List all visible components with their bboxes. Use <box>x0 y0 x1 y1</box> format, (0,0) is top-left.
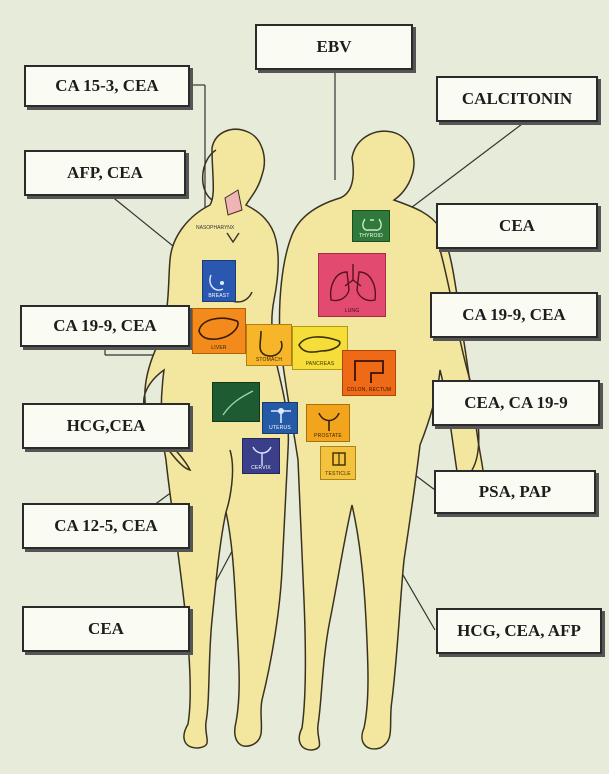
organ-lung: LUNG <box>318 253 386 317</box>
organ-ovary-label: OVARY <box>227 413 245 421</box>
organ-uterus-label: UTERUS <box>269 425 291 433</box>
label-cea-ca199-text: CEA, CA 19-9 <box>464 393 567 413</box>
organ-cervix-label: CERVIX <box>251 465 271 473</box>
organ-pancreas: PANCREAS <box>292 326 348 370</box>
label-afp-cea-text: AFP, CEA <box>67 163 143 183</box>
label-hcg-cea-afp-text: HCG, CEA, AFP <box>457 621 581 641</box>
label-hcg-cea: HCG,CEA <box>22 403 190 449</box>
organ-stomach: STOMACH <box>246 324 292 366</box>
label-cea-right: CEA <box>436 203 598 249</box>
label-cea-left-text: CEA <box>88 619 124 639</box>
organ-pancreas-label: PANCREAS <box>306 361 335 369</box>
organ-label-nasopharynx: NASOPHARYNX <box>196 225 234 231</box>
label-ca153-cea-text: CA 15-3, CEA <box>55 76 158 96</box>
organ-breast-label: BREAST <box>208 293 229 301</box>
label-hcg-cea-afp: HCG, CEA, AFP <box>436 608 602 654</box>
label-psa-pap-text: PSA, PAP <box>479 482 551 502</box>
nasopharynx-pointer-icon <box>226 232 240 244</box>
organ-liver: LIVER <box>192 308 246 354</box>
label-calcitonin: CALCITONIN <box>436 76 598 122</box>
organ-colon-rectum: COLON, RECTUM <box>342 350 396 396</box>
label-ebv: EBV <box>255 24 413 70</box>
label-ebv-text: EBV <box>317 37 352 57</box>
label-ca199-cea-right-text: CA 19-9, CEA <box>462 305 565 325</box>
organ-uterus: UTERUS <box>262 402 298 434</box>
label-afp-cea: AFP, CEA <box>24 150 186 196</box>
organ-colon-rectum-label: COLON, RECTUM <box>347 387 392 395</box>
organ-thyroid-label: THYROID <box>359 233 383 241</box>
label-cea-right-text: CEA <box>499 216 535 236</box>
label-ca199-cea-left: CA 19-9, CEA <box>20 305 190 347</box>
organ-liver-label: LIVER <box>211 345 226 353</box>
label-ca153-cea: CA 15-3, CEA <box>24 65 190 107</box>
organ-testicle-label: TESTICLE <box>325 471 351 479</box>
label-ca199-cea-left-text: CA 19-9, CEA <box>53 316 156 336</box>
organ-cervix: CERVIX <box>242 438 280 474</box>
organ-prostate-label: PROSTATE <box>314 433 342 441</box>
organ-prostate: PROSTATE <box>306 404 350 442</box>
label-calcitonin-text: CALCITONIN <box>462 89 572 109</box>
label-cea-ca199: CEA, CA 19-9 <box>432 380 600 426</box>
label-hcg-cea-text: HCG,CEA <box>67 416 146 436</box>
organ-stomach-label: STOMACH <box>256 357 282 365</box>
organ-thyroid: THYROID <box>352 210 390 242</box>
label-ca199-cea-right: CA 19-9, CEA <box>430 292 598 338</box>
label-ca125-cea: CA 12-5, CEA <box>22 503 190 549</box>
label-ca125-cea-text: CA 12-5, CEA <box>54 516 157 536</box>
organ-lung-label: LUNG <box>345 308 360 316</box>
label-cea-left: CEA <box>22 606 190 652</box>
label-psa-pap: PSA, PAP <box>434 470 596 514</box>
organ-breast: BREAST <box>202 260 236 302</box>
organ-testicle: TESTICLE <box>320 446 356 480</box>
organ-ovary: OVARY <box>212 382 260 422</box>
